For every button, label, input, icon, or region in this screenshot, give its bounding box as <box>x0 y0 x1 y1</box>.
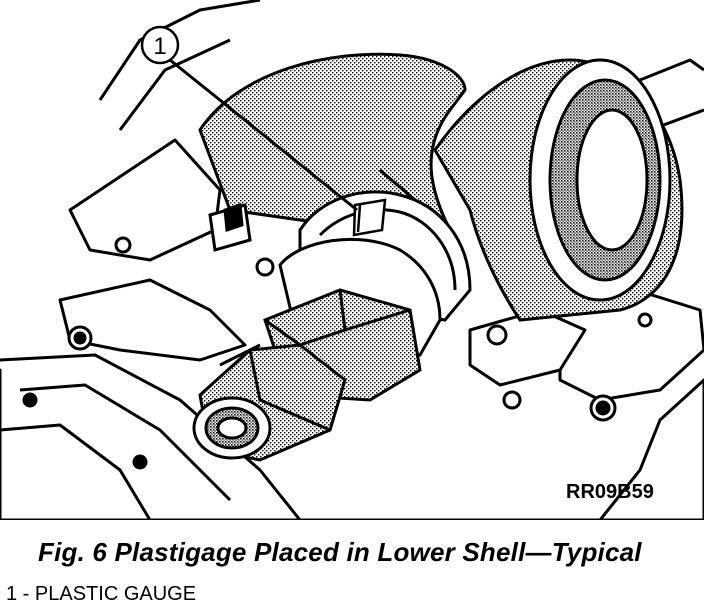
legend-item: 1 - PLASTIC GAUGE <box>6 583 197 605</box>
engine-illustration: 1 RR09B59 <box>0 0 704 520</box>
plastigage-strip <box>352 198 387 237</box>
socket-tool <box>192 237 442 462</box>
callout-1: 1 <box>140 25 358 212</box>
callout-number: 1 <box>153 33 166 60</box>
reference-code: RR09B59 <box>566 481 654 503</box>
figure-caption: Fig. 6 Plastigage Placed in Lower Shell—… <box>38 537 642 567</box>
crankshaft-journal <box>433 58 684 322</box>
bolt-holes <box>22 236 653 470</box>
